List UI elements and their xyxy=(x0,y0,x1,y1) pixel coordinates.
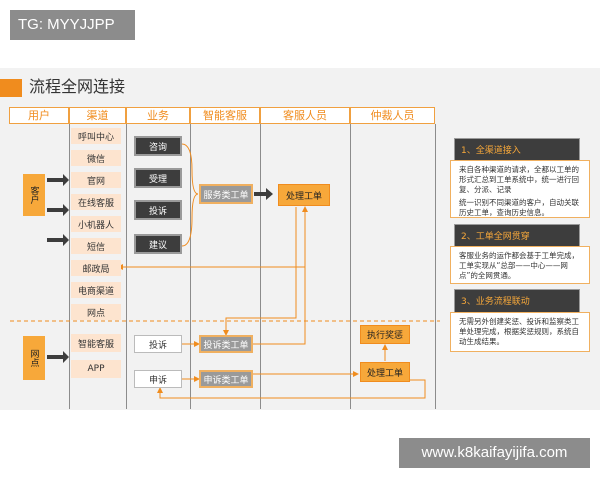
column-header-channels: 渠道 xyxy=(69,107,126,124)
channel-ecommerce: 电商渠道 xyxy=(71,282,121,298)
channel-online-service: 在线客服 xyxy=(71,194,121,210)
business-consult: 咨询 xyxy=(134,136,182,156)
user-customer: 客户 xyxy=(23,174,45,216)
column-divider xyxy=(350,124,351,409)
slide-title: 流程全网连接 xyxy=(29,77,126,96)
feature-body-3: 无需另外创建奖惩、投诉和监察类工单处理完成，根据奖惩规则，系统自动生成结果。 xyxy=(450,312,590,352)
service-ticket: 服务类工单 xyxy=(199,184,253,204)
feature-title-2: 2、工单全网贯穿 xyxy=(454,224,580,248)
channel-website: 官网 xyxy=(71,172,121,188)
arbiter-process-ticket: 处理工单 xyxy=(360,362,410,382)
channel-post-office: 邮政局 xyxy=(71,260,121,276)
business-outlet-complaint: 投诉 xyxy=(134,335,182,353)
business-outlet-appeal: 申诉 xyxy=(134,370,182,388)
feature-body-2: 客服业务的运作都会基于工单完成，工单实现从“总部——中心——网点”的全网贯通。 xyxy=(450,246,590,284)
channel-robot: 小机器人 xyxy=(71,216,121,232)
feature-2-bullet-1: 客服业务的运作都会基于工单完成，工单实现从“总部——中心——网点”的全网贯通。 xyxy=(459,251,579,280)
feature-1-bullet-2: 统一识别不同渠道的客户，自动关联历史工单，查询历史信息。 xyxy=(459,198,579,217)
tg-label: TG: MYYJJPP xyxy=(10,10,135,40)
column-header-agents: 客服人员 xyxy=(260,107,350,124)
user-outlet: 网点 xyxy=(23,336,45,380)
business-complaint: 投诉 xyxy=(134,200,182,220)
column-header-users: 用户 xyxy=(9,107,69,124)
column-header-arbiters: 仲裁人员 xyxy=(350,107,435,124)
column-header-business: 业务 xyxy=(126,107,190,124)
channel-app: APP xyxy=(71,360,121,378)
channel-outlet: 网点 xyxy=(71,304,121,320)
agent-process-ticket: 处理工单 xyxy=(278,184,330,206)
watermark: www.k8kaifayijifa.com xyxy=(399,438,590,468)
feature-3-bullet-1: 无需另外创建奖惩、投诉和监察类工单处理完成，根据奖惩规则，系统自动生成结果。 xyxy=(459,317,579,346)
channel-call-center: 呼叫中心 xyxy=(71,128,121,144)
feature-title-3: 3、业务流程联动 xyxy=(454,289,580,313)
column-header-smart-service: 智能客服 xyxy=(190,107,260,124)
business-accept: 受理 xyxy=(134,168,182,188)
feature-1-bullet-1: 来自各种渠道的请求，全都以工单的形式汇总到工单系统中，统一进行回复、分派、记录 xyxy=(459,165,579,194)
appeal-ticket: 申诉类工单 xyxy=(199,370,253,388)
channel-wechat: 微信 xyxy=(71,150,121,166)
column-divider xyxy=(435,124,436,409)
title-marker xyxy=(0,79,22,97)
feature-title-1: 1、全渠道接入 xyxy=(454,138,580,162)
channel-sms: 短信 xyxy=(71,238,121,254)
complaint-ticket: 投诉类工单 xyxy=(199,335,253,353)
channel-smart-service: 智能客服 xyxy=(71,334,121,352)
business-suggestion: 建议 xyxy=(134,234,182,254)
column-divider xyxy=(69,124,70,409)
feature-body-1: 来自各种渠道的请求，全都以工单的形式汇总到工单系统中，统一进行回复、分派、记录 … xyxy=(450,160,590,218)
arbiter-execute-penalty: 执行奖惩 xyxy=(360,325,410,344)
